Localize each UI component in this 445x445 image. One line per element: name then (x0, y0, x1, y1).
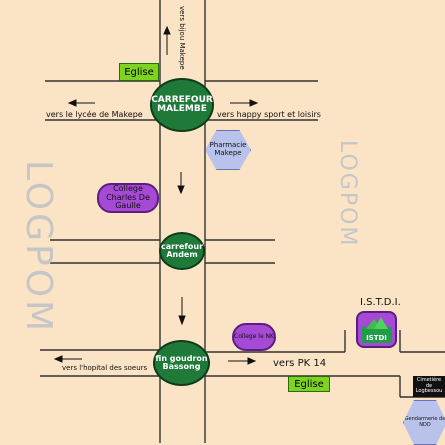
district-label-right: LOGPOM (335, 140, 360, 248)
institute-logo-icon: ISTDI (361, 317, 392, 343)
cemetery-marker: Cimetière de Logbessou (413, 376, 445, 397)
church-marker-bottom: Eglise (288, 376, 330, 392)
road-label-pk14: vers PK 14 (273, 358, 327, 369)
road-label-lycee: vers le lycée de Makepe (46, 110, 143, 119)
institute-label: I.S.T.D.I. (360, 297, 401, 308)
road-label-hopital: vers l'hopital des soeurs (62, 364, 148, 372)
district-label-left: LOGPOM (18, 160, 59, 335)
junction-fin-goudron: fin goudron Bassong (153, 340, 210, 386)
institute-logo-text: ISTDI (366, 334, 387, 342)
junction-carrefour-andem: carrefour Andem (159, 232, 205, 270)
road-label-happy-sport: vers happy sport et loisirs (217, 110, 321, 119)
school-marker-charles-de-gaulle: College Charles De Gaulle (97, 183, 159, 213)
pharmacy-marker: Pharmacie Makepe (205, 130, 251, 170)
junction-carrefour-malembe: CARREFOUR MALEMBE (150, 78, 214, 132)
church-marker-top: Eglise (119, 63, 159, 81)
institute-marker: ISTDI (356, 311, 397, 348)
school-marker-le-nk: College le NK (232, 323, 276, 351)
road-label-bijou: vers bijou Makepe (178, 6, 186, 70)
